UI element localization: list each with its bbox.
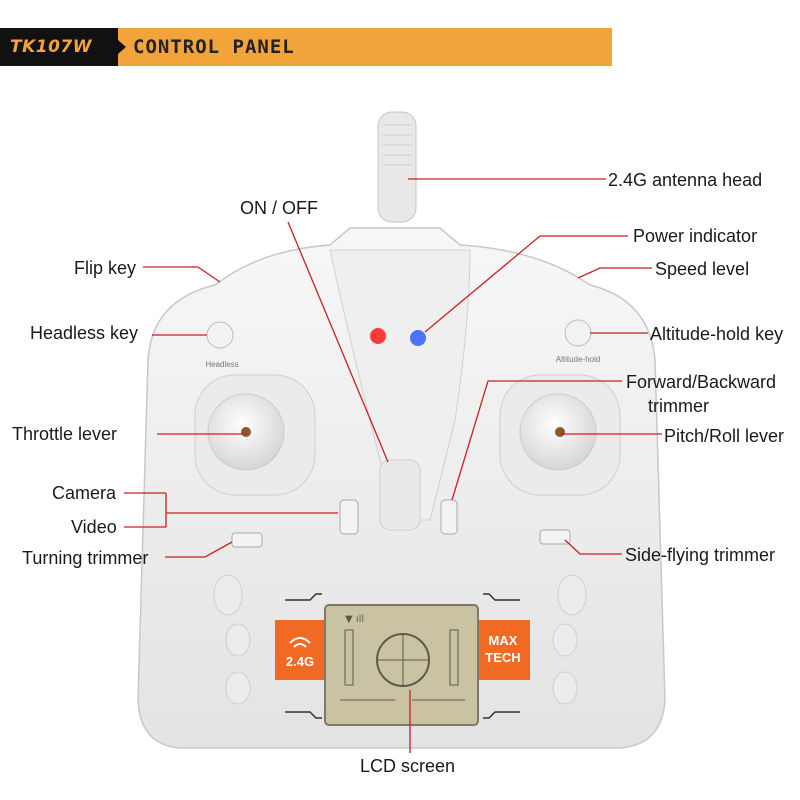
throttle-stick[interactable] [194,374,316,496]
badge-tech: TECH [485,650,520,665]
header-banner: TK107W CONTROL PANEL [0,28,612,66]
arrow-icon [118,40,126,54]
altitude-print: Altitude-hold [556,355,600,364]
camera-video-switch[interactable] [339,499,359,535]
label-throttle-lever: Throttle lever [12,424,118,444]
label-speed-level: Speed level [655,259,750,279]
label-turning-trimmer: Turning trimmer [22,548,149,568]
banner-title: CONTROL PANEL [133,36,295,58]
turning-trim-switch[interactable] [231,532,263,548]
circuit-traces [285,593,520,719]
label-on-off: ON / OFF [240,198,318,218]
badge-2-4g: 2.4G [286,654,314,669]
wifi-icon [289,637,311,648]
pitch-roll-stick[interactable] [499,374,621,496]
label-video: Video [71,517,117,537]
label-side-flying-trimmer: Side-flying trimmer [625,545,776,565]
label-flip-key: Flip key [74,258,137,278]
label-antenna: 2.4G antenna head [608,170,763,190]
lcd-screen: ▼ ıll [324,604,479,726]
label-altitude-hold-key: Altitude-hold key [650,324,784,344]
label-lcd-screen: LCD screen [360,756,456,776]
antenna [377,111,417,223]
brand-tag: TK107W [0,28,118,66]
label-forward-backward: Forward/Backward [626,372,777,392]
leader-lines [124,178,662,753]
side-flying-trim-switch[interactable] [539,529,571,545]
brand-name: TK107W [10,37,93,57]
red-led-icon [370,328,386,344]
blue-led-icon [410,330,426,346]
label-camera: Camera [52,483,117,503]
label-headless-key: Headless key [30,323,139,343]
headless-print: Headless [205,360,238,369]
badge-max: MAX [489,633,518,648]
left-button-column [213,574,251,705]
svg-text:▼ ıll: ▼ ıll [345,614,364,625]
label-pitch-roll-lever: Pitch/Roll lever [664,426,785,446]
forward-backward-trim-switch[interactable] [440,499,458,535]
right-button-column [552,574,587,705]
label-forward-backward-trimmer: trimmer [648,396,709,416]
label-power-indicator: Power indicator [633,226,758,246]
headless-key[interactable] [206,321,234,349]
altitude-hold-key[interactable] [564,319,592,347]
